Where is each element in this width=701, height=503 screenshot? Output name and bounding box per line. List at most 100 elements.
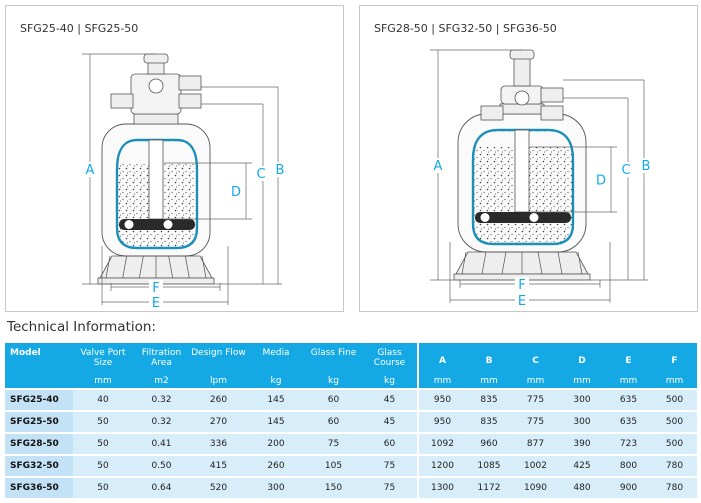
label-bg — [229, 184, 243, 199]
column-unit: mm — [73, 373, 133, 389]
value-cell: 780 — [652, 454, 697, 477]
value-cell: 500 — [652, 388, 697, 411]
value-cell: 390 — [559, 432, 605, 455]
center-pipe — [514, 129, 530, 213]
value-cell: 50 — [73, 476, 133, 498]
dimension-label-C: C — [621, 163, 630, 178]
value-cell: 200 — [247, 432, 305, 455]
section-title: Technical Information: — [7, 319, 156, 335]
column-unit: mm — [466, 373, 512, 389]
column-unit: mm — [512, 373, 559, 389]
leg-line — [537, 251, 543, 275]
lateral-end — [163, 220, 173, 229]
label-bg — [639, 158, 653, 173]
value-cell: 50 — [73, 410, 133, 433]
value-cell: 145 — [247, 410, 305, 433]
column-header: D — [559, 343, 605, 373]
value-cell: 150 — [305, 476, 362, 498]
value-cell: 0.41 — [133, 432, 190, 455]
column-unit: kg — [247, 373, 305, 389]
value-cell: 500 — [652, 410, 697, 433]
value-cell: 520 — [190, 476, 247, 498]
value-cell: 1200 — [417, 454, 466, 477]
tank-liner-outline — [471, 128, 575, 246]
label-bg — [273, 162, 287, 177]
value-cell: 50 — [73, 432, 133, 455]
column-header: Glass Fine — [305, 343, 362, 373]
valve-collar — [133, 113, 179, 125]
value-cell: 336 — [190, 432, 247, 455]
value-cell: 950 — [417, 388, 466, 411]
value-cell: 60 — [305, 388, 362, 411]
leg-line — [557, 251, 563, 275]
dimension-label-B: B — [642, 159, 651, 174]
value-cell: 0.32 — [133, 388, 190, 411]
valve-collar — [499, 103, 545, 115]
dimension-label-C: C — [256, 167, 265, 182]
column-unit: lpm — [190, 373, 247, 389]
value-cell: 260 — [247, 454, 305, 477]
value-cell: 1090 — [512, 476, 559, 498]
value-cell: 60 — [362, 432, 418, 455]
column-unit: mm — [559, 373, 605, 389]
model-cell: SFG28-50 — [5, 432, 73, 455]
column-header: Glass Course — [362, 343, 418, 373]
value-cell: 900 — [605, 476, 652, 498]
valve-handle — [143, 53, 169, 64]
value-cell: 723 — [605, 432, 652, 455]
label-bg — [83, 162, 97, 177]
value-cell: 1300 — [417, 476, 466, 498]
value-cell: 425 — [559, 454, 605, 477]
value-cell: 775 — [512, 410, 559, 433]
label-bg — [149, 280, 163, 295]
laterals — [475, 212, 571, 223]
diagram-title: SFG28-50 | SFG32-50 | SFG36-50 — [374, 22, 557, 35]
dimension-label-D: D — [596, 174, 606, 189]
column-header: E — [605, 343, 652, 373]
column-unit: kg — [362, 373, 418, 389]
column-header: Design Flow — [190, 343, 247, 373]
value-cell: 635 — [605, 388, 652, 411]
value-cell: 60 — [305, 410, 362, 433]
value-cell: 75 — [362, 476, 418, 498]
value-cell: 775 — [512, 388, 559, 411]
leg-line — [201, 255, 207, 279]
value-cell: 1002 — [512, 454, 559, 477]
column-header: Media — [247, 343, 305, 373]
dimension-label-B: B — [276, 163, 285, 178]
column-unit — [5, 373, 73, 389]
value-cell: 835 — [466, 388, 512, 411]
model-cell: SFG36-50 — [5, 476, 73, 498]
value-cell: 45 — [362, 410, 418, 433]
column-header: B — [466, 343, 512, 373]
value-cell: 0.64 — [133, 476, 190, 498]
leg-line — [105, 255, 111, 279]
valve-port-left — [110, 93, 134, 109]
label-bg — [254, 166, 268, 181]
value-cell: 480 — [559, 476, 605, 498]
value-cell: 1172 — [466, 476, 512, 498]
column-unit: mm — [417, 373, 466, 389]
column-unit: mm — [605, 373, 652, 389]
value-cell: 835 — [466, 410, 512, 433]
valve-handle — [509, 49, 535, 60]
label-bg — [149, 295, 163, 310]
column-unit: mm — [652, 373, 697, 389]
dimension-label-E: E — [152, 296, 160, 311]
model-cell: SFG25-40 — [5, 388, 73, 411]
column-header: Model — [5, 343, 73, 373]
valve-gauge — [514, 90, 530, 106]
value-cell: 260 — [190, 388, 247, 411]
leg-line — [577, 251, 583, 275]
valve-port-right — [540, 87, 564, 103]
value-cell: 145 — [247, 388, 305, 411]
value-cell: 75 — [362, 454, 418, 477]
value-cell: 40 — [73, 388, 133, 411]
value-cell: 300 — [559, 410, 605, 433]
